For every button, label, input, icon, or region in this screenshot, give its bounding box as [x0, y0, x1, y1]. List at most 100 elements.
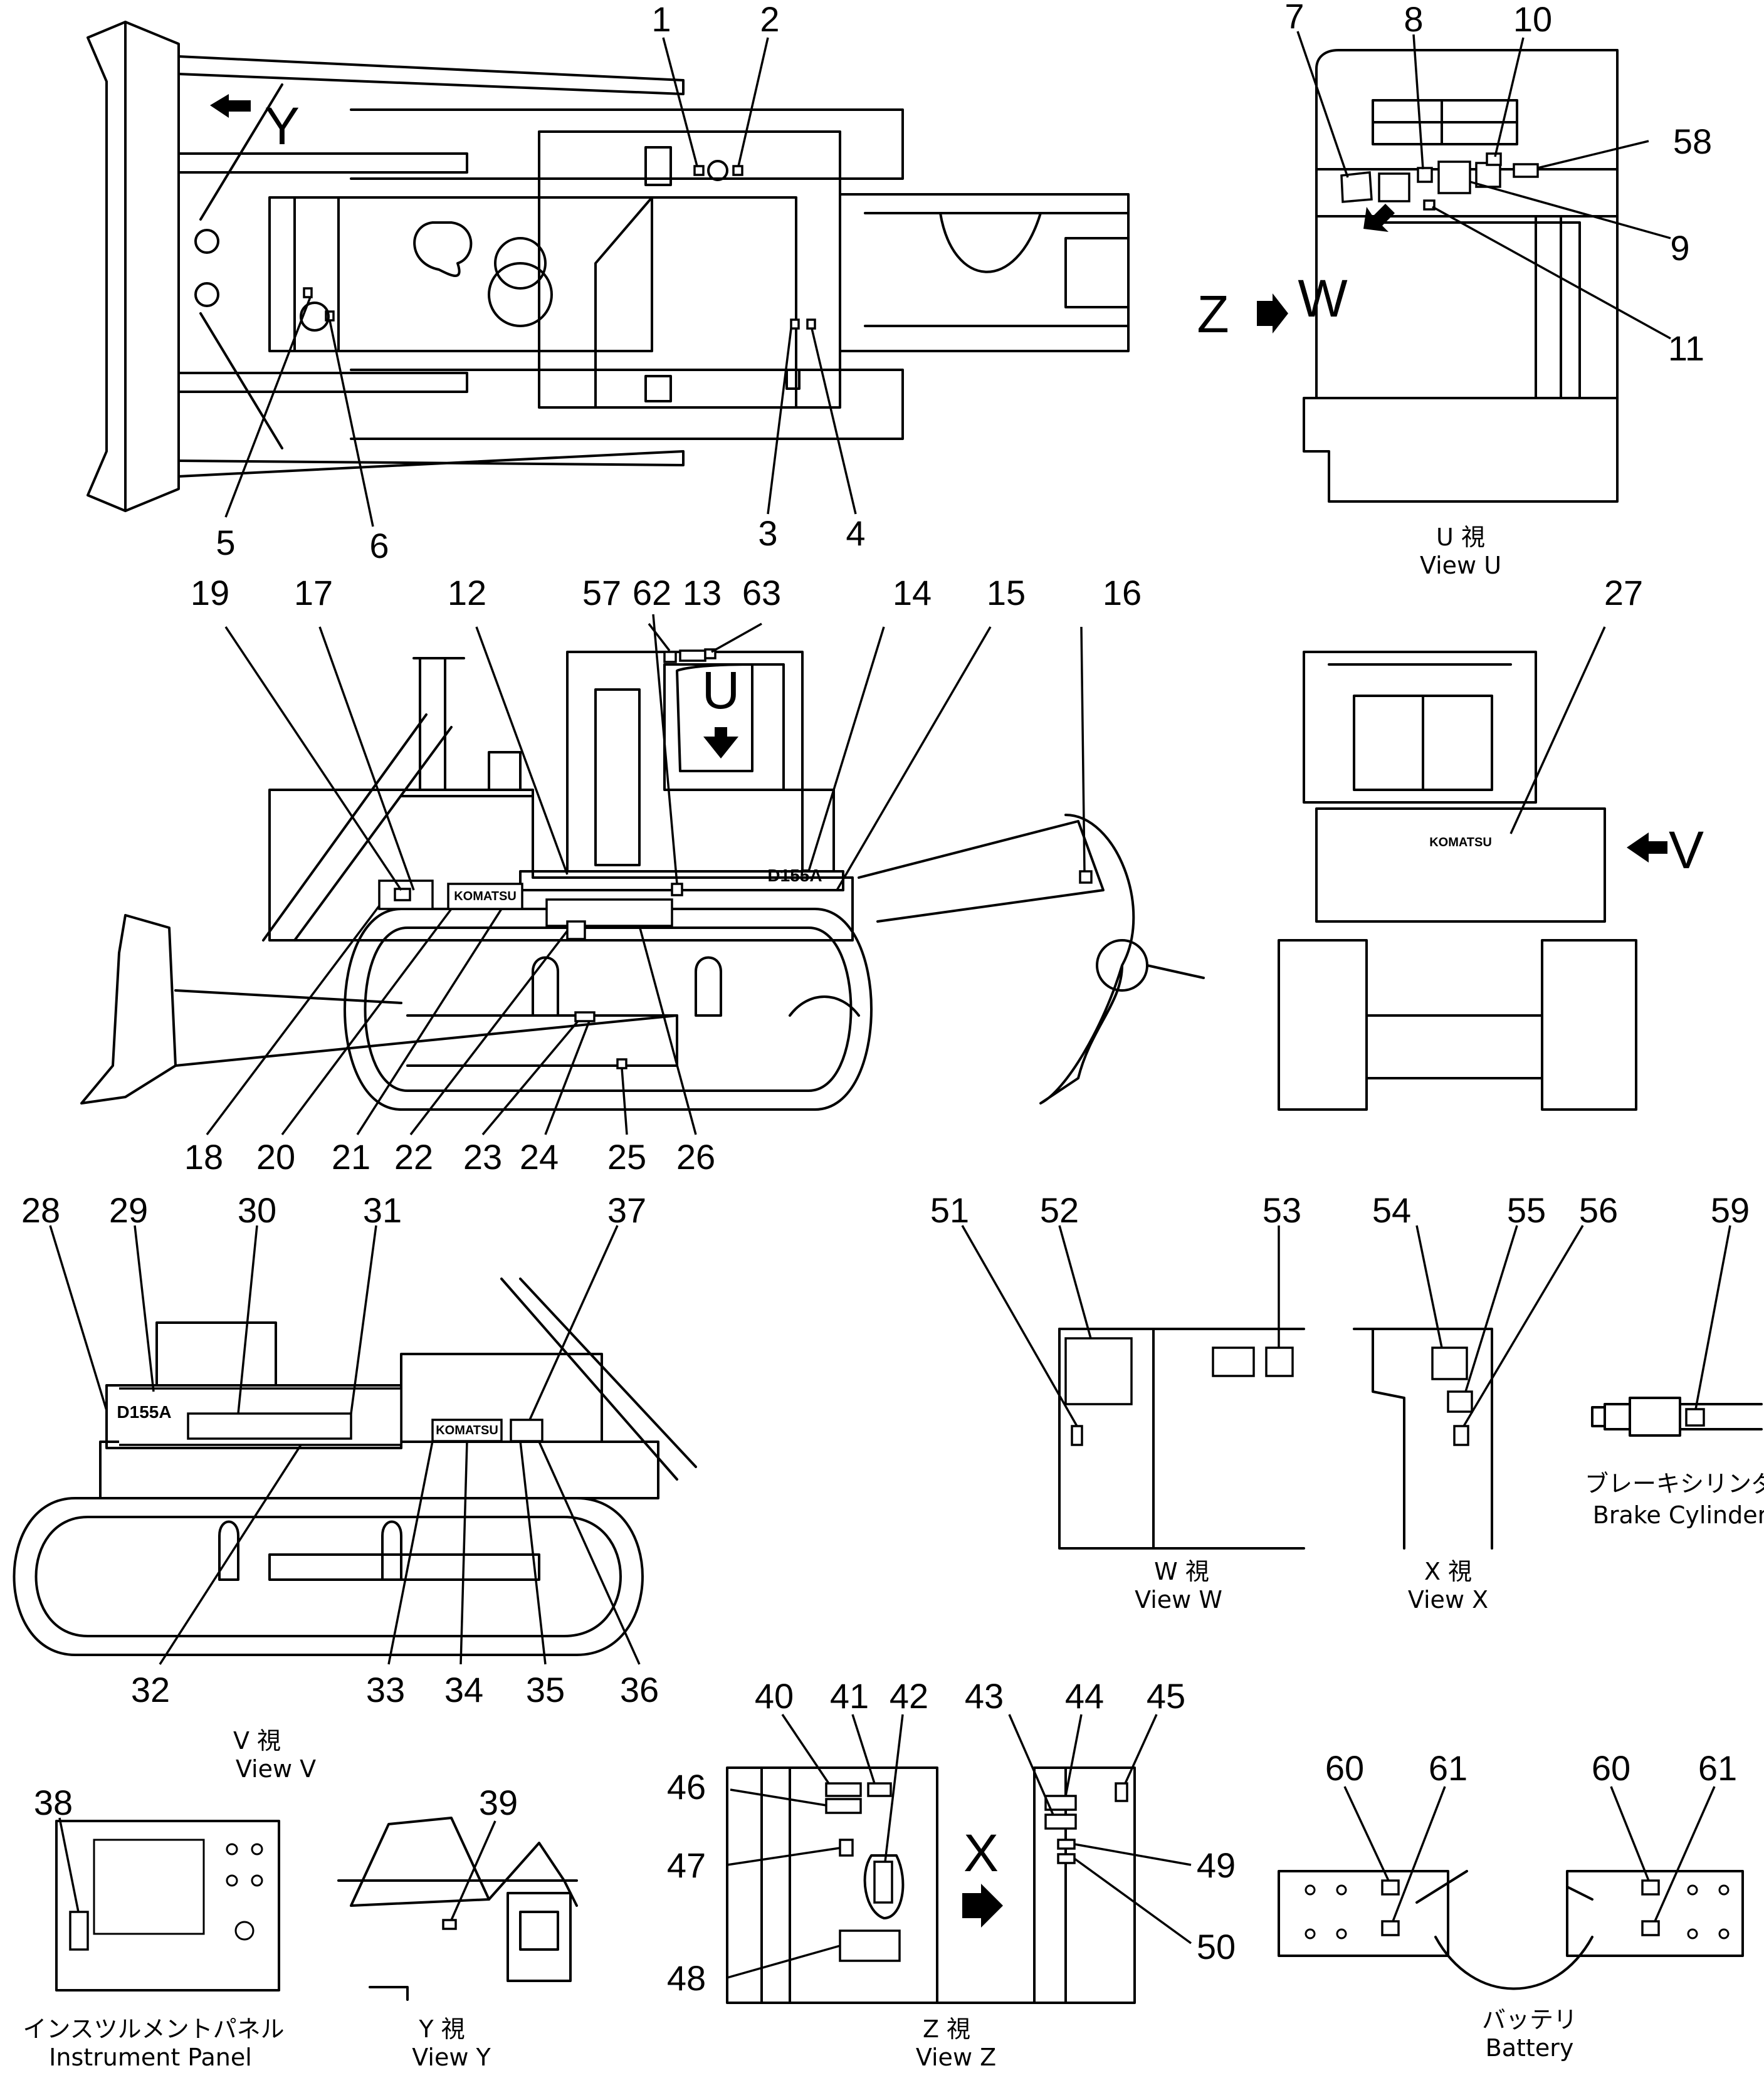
callout-31: 31 — [363, 1190, 402, 1230]
view-z-drawing — [726, 1766, 1136, 2004]
callout-56: 56 — [1579, 1190, 1618, 1230]
callout-35: 35 — [526, 1670, 565, 1709]
view-z-caption-jp: Z 視 — [923, 2015, 970, 2043]
view-w-caption: View W — [1135, 1586, 1222, 1614]
view-y-drawing — [337, 1817, 578, 2001]
callout-30: 30 — [238, 1190, 276, 1230]
callout-10: 10 — [1513, 0, 1552, 39]
model-decal-text: D155A — [767, 866, 822, 885]
komatsu-decal — [447, 883, 523, 910]
view-y-caption-jp: Y 視 — [418, 2015, 465, 2043]
callout-41: 41 — [830, 1676, 869, 1716]
view-x-caption-jp: X 視 — [1424, 1558, 1472, 1585]
callout-26: 26 — [676, 1137, 715, 1177]
callout-59: 59 — [1711, 1190, 1750, 1230]
komatsu-decal-text: KOMATSU — [454, 890, 517, 903]
callout-8: 8 — [1404, 0, 1423, 39]
callout-52: 52 — [1040, 1190, 1079, 1230]
callout-54: 54 — [1372, 1190, 1411, 1230]
instrument-panel-caption: Instrument Panel — [49, 2044, 252, 2071]
callout-62: 62 — [633, 573, 671, 612]
battery-caption-jp: バッテリ — [1482, 2006, 1577, 2034]
komatsu-right-decal-text: KOMATSU — [436, 1424, 498, 1437]
callout-7: 7 — [1284, 0, 1304, 36]
komatsu-rear-decal-text: KOMATSU — [1429, 836, 1492, 849]
view-x-arrow-icon — [962, 1884, 1003, 1928]
view-z-arrow-icon — [1257, 293, 1288, 333]
leader-27 — [1509, 626, 1606, 834]
view-z-leaders — [727, 1714, 1192, 1979]
top-view-leaders — [224, 37, 857, 527]
side-view-leaders — [206, 614, 1086, 1136]
callout-2: 2 — [760, 0, 779, 39]
view-z-arrow-label: Z — [1197, 285, 1229, 344]
callout-37: 37 — [607, 1190, 646, 1230]
view-v-caption-jp: V 視 — [233, 1727, 281, 1755]
callout-60-left: 60 — [1325, 1748, 1364, 1788]
callout-18: 18 — [184, 1137, 223, 1177]
brake-cylinder-caption-jp: ブレーキシリンダ — [1585, 1470, 1764, 1498]
instrument-panel-caption-jp: インスツルメントパネル — [23, 2015, 284, 2043]
view-u-arrow-icon — [703, 727, 738, 758]
view-u-drawing — [1257, 49, 1619, 503]
view-x-caption: View X — [1408, 1586, 1488, 1614]
leader-38 — [58, 1817, 80, 1913]
callout-47: 47 — [667, 1845, 706, 1885]
view-w-arrow-label: W — [1298, 269, 1347, 328]
callout-6: 6 — [369, 526, 389, 565]
callout-36: 36 — [620, 1670, 659, 1709]
callout-21: 21 — [332, 1137, 370, 1177]
top-view-drawing — [87, 21, 1130, 512]
view-x-leaders — [1415, 1225, 1584, 1427]
callout-17: 17 — [294, 573, 333, 612]
callout-12: 12 — [448, 573, 486, 612]
callout-53: 53 — [1263, 1190, 1301, 1230]
callout-1: 1 — [651, 0, 671, 39]
callout-27: 27 — [1604, 573, 1643, 612]
battery-drawing — [1278, 1870, 1744, 1990]
callout-61-left: 61 — [1429, 1748, 1467, 1788]
callout-14: 14 — [893, 573, 932, 612]
view-u-caption: View U — [1420, 552, 1501, 579]
callout-44: 44 — [1065, 1676, 1104, 1716]
callout-55: 55 — [1507, 1190, 1546, 1230]
view-y-arrow-icon — [210, 94, 251, 118]
view-x-arrow-label: X — [963, 1824, 999, 1882]
callout-32: 32 — [131, 1670, 170, 1709]
callout-9: 9 — [1670, 228, 1689, 268]
view-y-caption: View Y — [412, 2044, 491, 2071]
battery-caption: Battery — [1486, 2034, 1574, 2062]
callout-45: 45 — [1147, 1676, 1185, 1716]
right-side-view-drawing: D155A KOMATSU — [13, 1278, 697, 1656]
view-x-drawing — [1353, 1328, 1493, 1550]
callout-22: 22 — [394, 1137, 433, 1177]
leader-39 — [450, 1820, 496, 1921]
callout-42: 42 — [890, 1676, 928, 1716]
view-w-leaders — [961, 1225, 1280, 1427]
callout-46: 46 — [667, 1767, 706, 1807]
callout-49: 49 — [1197, 1845, 1236, 1885]
view-w-caption-jp: W 視 — [1154, 1558, 1209, 1585]
leader-59 — [1694, 1225, 1731, 1410]
view-u-arrow-label: U — [702, 661, 740, 720]
callout-numbers: 1 2 3 4 5 6 7 8 9 10 11 58 12 13 14 15 1… — [21, 0, 1750, 1998]
callout-3: 3 — [758, 513, 777, 553]
view-v-drawing: KOMATSU — [1278, 651, 1667, 1111]
view-v-arrow-icon — [1627, 832, 1667, 863]
callout-24: 24 — [520, 1137, 559, 1177]
callout-4: 4 — [846, 513, 865, 553]
callout-20: 20 — [256, 1137, 295, 1177]
callout-23: 23 — [463, 1137, 502, 1177]
callout-48: 48 — [667, 1958, 706, 1998]
brake-cylinder-caption: Brake Cylinder — [1593, 1501, 1764, 1529]
model-right-decal-text: D155A — [117, 1402, 171, 1422]
brake-cylinder-drawing — [1591, 1397, 1763, 1437]
view-v-arrow-label: V — [1669, 821, 1704, 879]
callout-15: 15 — [987, 573, 1026, 612]
view-z-caption: View Z — [916, 2044, 996, 2071]
view-captions: U 視 View U V 視 View V W 視 View W X 視 Vie… — [23, 523, 1764, 2071]
callout-16: 16 — [1103, 573, 1142, 612]
view-v-caption: View V — [236, 1755, 316, 1783]
view-w-arrow-icon — [1363, 204, 1395, 232]
